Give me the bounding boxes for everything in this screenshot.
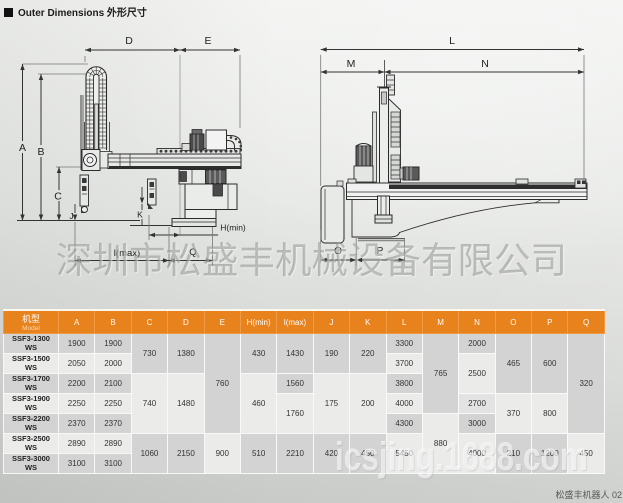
svg-text:B: B <box>37 146 44 158</box>
svg-text:l(max): l(max) <box>114 248 140 259</box>
svg-text:O: O <box>334 246 342 257</box>
svg-text:K: K <box>137 210 143 220</box>
svg-text:C: C <box>54 191 62 203</box>
svg-text:P: P <box>377 246 384 257</box>
svg-text:D: D <box>125 35 133 47</box>
svg-text:M: M <box>347 58 356 70</box>
svg-text:L: L <box>449 35 455 47</box>
svg-text:N: N <box>481 58 489 70</box>
svg-text:E: E <box>204 35 211 47</box>
svg-text:Q: Q <box>189 247 196 258</box>
svg-text:J: J <box>69 211 73 221</box>
svg-text:H(min): H(min) <box>220 223 246 233</box>
svg-text:A: A <box>19 142 26 154</box>
